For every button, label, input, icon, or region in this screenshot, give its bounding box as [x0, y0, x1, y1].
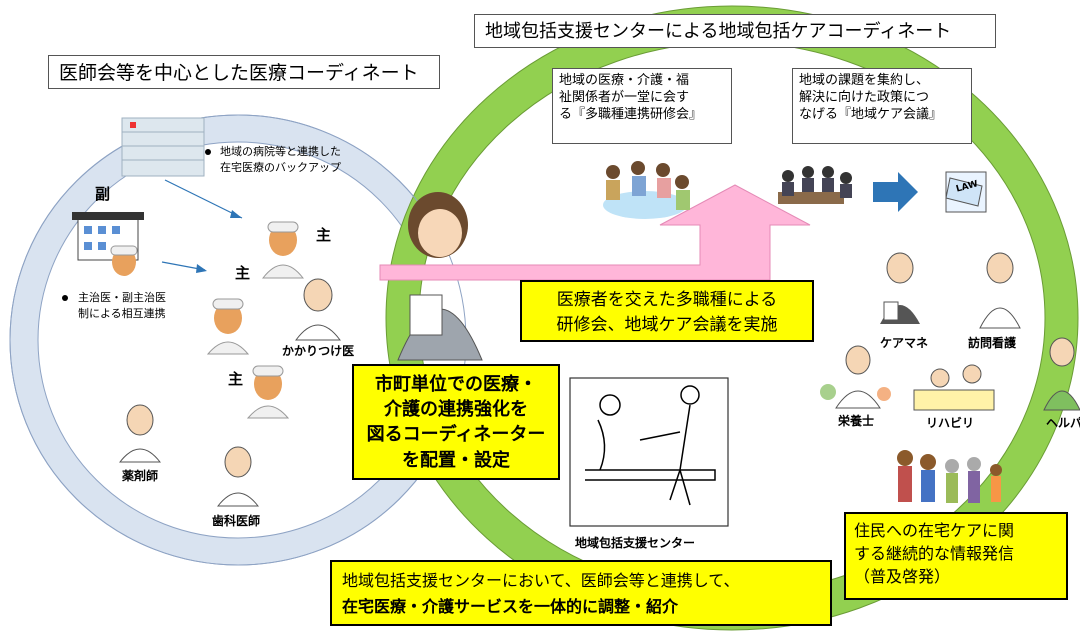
counter-illustration-icon [585, 385, 716, 506]
nutritionist-label: 栄養士 [838, 414, 875, 428]
family-doctor-icon [295, 278, 341, 341]
blue-block-arrow [873, 172, 918, 212]
implement-box: 医療者を交えた多職種による 研修会、地域ケア会議を実施 [520, 280, 814, 342]
dentist-label: 歯科医師 [212, 514, 261, 528]
rehab-label: リハビリ [926, 416, 975, 430]
helper-label: ヘルパ [1046, 416, 1080, 430]
pharmacist-label: 薬剤師 [122, 469, 159, 483]
visiting-nurse-icon [979, 252, 1021, 329]
pharmacist-icon [118, 404, 162, 463]
center-label: 地域包括支援センター [575, 536, 696, 550]
family-doctor-label: かかりつけ医 [282, 344, 355, 358]
counter-illustration-frame [569, 377, 729, 527]
sub-doctor-label: 副 [95, 185, 111, 203]
seminar-box: 地域の医療・介護・福 祉関係者が一堂に会す る『多職種連携研修会』 [552, 68, 732, 144]
helper-icon [1043, 337, 1080, 411]
doctor-figure-icon [261, 221, 305, 279]
residents-group-icon [897, 450, 1002, 503]
care-manager-label: ケアマネ [880, 336, 929, 350]
seminar-illustration-icon [603, 161, 690, 219]
doctor-figure-icon [206, 298, 250, 355]
doctor-figure-icon [246, 365, 290, 419]
rehab-icon [913, 364, 995, 411]
law-book-icon [945, 171, 987, 213]
coordinator-box: 市町単位での医療・ 介護の連携強化を 図るコーディネーター を配置・設定 [352, 364, 560, 480]
hospital-note: 地域の病院等と連携した 在宅医療のバックアップ [220, 145, 341, 174]
nutritionist-icon [820, 345, 891, 409]
clinic-building-icon [72, 212, 144, 261]
coordinator-woman-icon [397, 192, 483, 361]
resident-info-box: 住民への在宅ケアに関 する継続的な情報発信 （普及啓発） [844, 512, 1068, 600]
hospital-building-icon [121, 117, 205, 177]
mutual-collaboration-note: 主治医・副主治医 制による相互連携 [78, 291, 166, 320]
main-doctor-label: 主 [228, 370, 244, 388]
left-panel-title: 医師会等を中心とした医療コーディネート [48, 55, 440, 89]
meeting-illustration-icon [778, 166, 852, 204]
visiting-nurse-label: 訪問看護 [968, 336, 1017, 350]
dentist-icon [216, 446, 260, 507]
bottom-coordination-box: 地域包括支援センターにおいて、医師会等と連携して、 在宅医療・介護サービスを一体… [330, 560, 832, 626]
main-doctor-label: 主 [235, 264, 251, 282]
main-doctor-label: 主 [316, 226, 332, 244]
care-meeting-box: 地域の課題を集約し、 解決に向けた政策につ なげる『地域ケア会議』 [792, 68, 972, 144]
doctor-figure-icon [110, 245, 138, 276]
care-manager-icon [880, 252, 920, 324]
right-panel-title: 地域包括支援センターによる地域包括ケアコーディネート [474, 14, 996, 48]
